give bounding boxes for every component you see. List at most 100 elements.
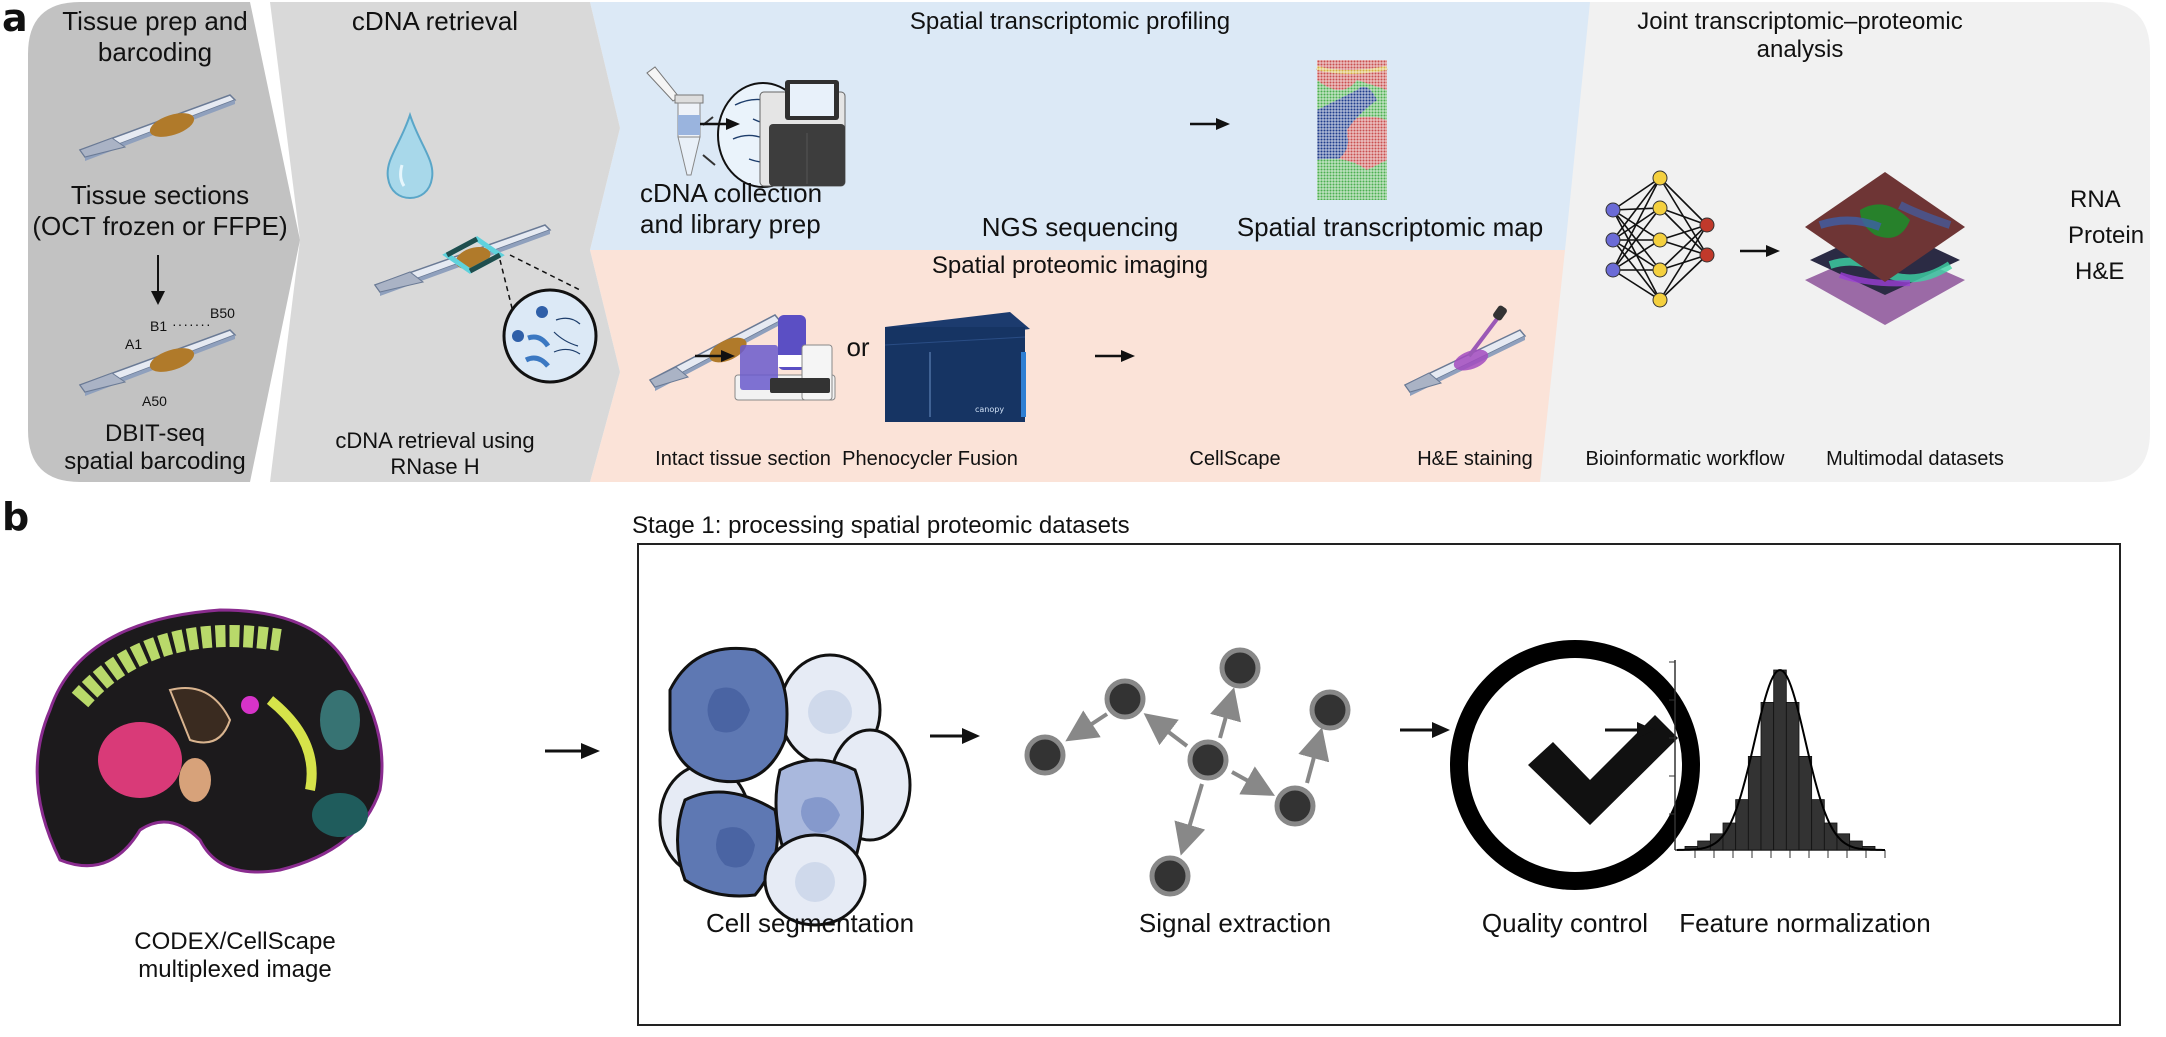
nn-hidden-node (1652, 200, 1668, 216)
spatial-map-label: Spatial transcriptomic map (1236, 212, 1544, 242)
tissue-prep-title: Tissue prep and barcoding (40, 6, 270, 67)
nn-output-node (1699, 247, 1715, 263)
codex-caption-line2: multiplexed image (138, 956, 332, 984)
signal-node (1104, 678, 1146, 720)
water-drop-icon (386, 111, 434, 200)
tissue-slide-icon (78, 94, 237, 161)
nn-hidden-node (1652, 292, 1668, 308)
barcode-a1-label: A1 (125, 336, 143, 352)
proteomic-stage-bg (590, 250, 1565, 482)
arrow-right-icon (930, 728, 980, 744)
rnase-caption-line1: cDNA retrieval using (335, 428, 535, 453)
barcode-dots: ······· (172, 316, 212, 332)
rnase-caption-line2: RNase H (390, 453, 480, 479)
dbit-seq-caption: DBIT-seq spatial barcoding (40, 420, 270, 477)
signal-node (1024, 734, 1066, 776)
signal-extraction-label: Signal extraction (1138, 908, 1332, 938)
cell-segmentation-icon (658, 646, 912, 927)
nn-edge (1612, 269, 1661, 301)
joint-title-line2: analysis (1756, 36, 1844, 64)
down-arrow-icon (151, 255, 165, 305)
arrow-right-icon (545, 743, 600, 759)
tissue-sections-label: Tissue sections (OCT frozen or FFPE) (30, 180, 290, 241)
cellscape-instrument-icon: canopy (884, 312, 1030, 422)
layer-label-he: H&E (2075, 258, 2125, 285)
stage1-title: Stage 1: processing spatial proteomic da… (632, 512, 1130, 539)
signal-node (1309, 689, 1351, 731)
feature-normalization-histogram (1669, 660, 1886, 858)
histogram-bar (1747, 756, 1762, 851)
spatial-transcriptomic-map-icon (1316, 60, 1388, 200)
tissue-prep-stage-bg (28, 2, 300, 482)
dbit-caption-line2: spatial barcoding (64, 448, 246, 476)
proteomic-title: Spatial proteomic imaging (931, 252, 1209, 279)
nn-edge (1612, 177, 1661, 211)
nn-edge (1612, 177, 1661, 241)
signal-node (1219, 647, 1261, 689)
layer-label-protein: Protein (2068, 222, 2145, 249)
arrow-right-icon (1605, 722, 1655, 738)
rnase-zoom-circle (499, 254, 598, 384)
he-staining-label: H&E staining (1417, 448, 1533, 470)
multimodal-layers-icon (1805, 172, 1965, 325)
retrieval-slide-icon (373, 224, 552, 296)
rnase-caption: cDNA retrieval using RNase H (305, 428, 565, 480)
nn-edge (1659, 177, 1708, 226)
quality-control-check-icon (1450, 640, 1700, 890)
dbit-caption-line1: DBIT-seq (104, 420, 206, 447)
nn-edge (1659, 224, 1708, 301)
histogram-bar (1798, 756, 1813, 851)
arrow-right-icon (695, 350, 735, 362)
codex-caption-line1: CODEX/CellScape (134, 928, 336, 955)
arrow-right-icon (1190, 118, 1230, 130)
ngs-sequencer-icon (759, 80, 846, 187)
nn-edge (1659, 207, 1708, 226)
barcode-a50-label: A50 (142, 393, 167, 409)
arrow-right-icon (1095, 350, 1135, 362)
intact-tissue-label: Intact tissue section (655, 448, 831, 470)
panel-a-label: a (2, 0, 28, 40)
barcode-b1-label: B1 (150, 318, 168, 334)
quality-control-label: Quality control (1481, 908, 1649, 938)
cdna-collection-line2: and library prep (640, 208, 821, 239)
signal-node (1187, 739, 1229, 781)
phenocycler-fusion-icon (734, 315, 836, 401)
phenocycler-label: Phenocycler Fusion (842, 448, 1018, 470)
or-label: or (846, 332, 870, 362)
nn-output-node (1699, 217, 1715, 233)
nn-input-node (1605, 232, 1621, 248)
nn-edge (1659, 254, 1708, 301)
tissue-prep-title-line2: barcoding (97, 36, 213, 67)
svg-text:canopy: canopy (975, 405, 1004, 414)
tissue-sections-line1: Tissue sections (70, 180, 250, 210)
cdna-retrieval-title: cDNA retrieval (351, 6, 519, 36)
nn-hidden-node (1652, 262, 1668, 278)
codex-multiplexed-image (35, 608, 384, 874)
histogram-bar (1785, 702, 1800, 851)
neural-network-icon (1605, 170, 1715, 308)
feature-normalization-label: Feature normalization (1679, 908, 1931, 938)
joint-title-line1: Joint transcriptomic–proteomic (1637, 8, 1963, 35)
tissue-prep-title-line1: Tissue prep and (62, 6, 248, 36)
multimodal-datasets-label: Multimodal datasets (1826, 448, 2004, 470)
nn-edge (1612, 239, 1661, 271)
transcriptomic-title: Spatial transcriptomic profiling (909, 8, 1231, 35)
signal-node (1149, 855, 1191, 897)
nn-edge (1612, 207, 1661, 271)
cell-segmentation-label: Cell segmentation (705, 908, 915, 938)
nn-input-node (1605, 202, 1621, 218)
bioinformatic-workflow-label: Bioinformatic workflow (1585, 448, 1785, 470)
arrow-right-icon (1740, 245, 1780, 257)
barcoded-slide-icon (78, 329, 237, 396)
cellscape-label: CellScape (1189, 448, 1281, 470)
tissue-sections-line2: (OCT frozen or FFPE) (32, 210, 288, 241)
panel-b-label: b (2, 495, 30, 539)
ngs-sequencing-label: NGS sequencing (981, 212, 1179, 242)
signal-node (1274, 785, 1316, 827)
nn-hidden-node (1652, 232, 1668, 248)
nn-edge (1659, 224, 1708, 271)
arrow-right-icon (1400, 722, 1450, 738)
barcode-b50-label: B50 (210, 305, 235, 321)
signal-extraction-graph-icon (1024, 647, 1351, 897)
stage1-box (637, 543, 2121, 1026)
